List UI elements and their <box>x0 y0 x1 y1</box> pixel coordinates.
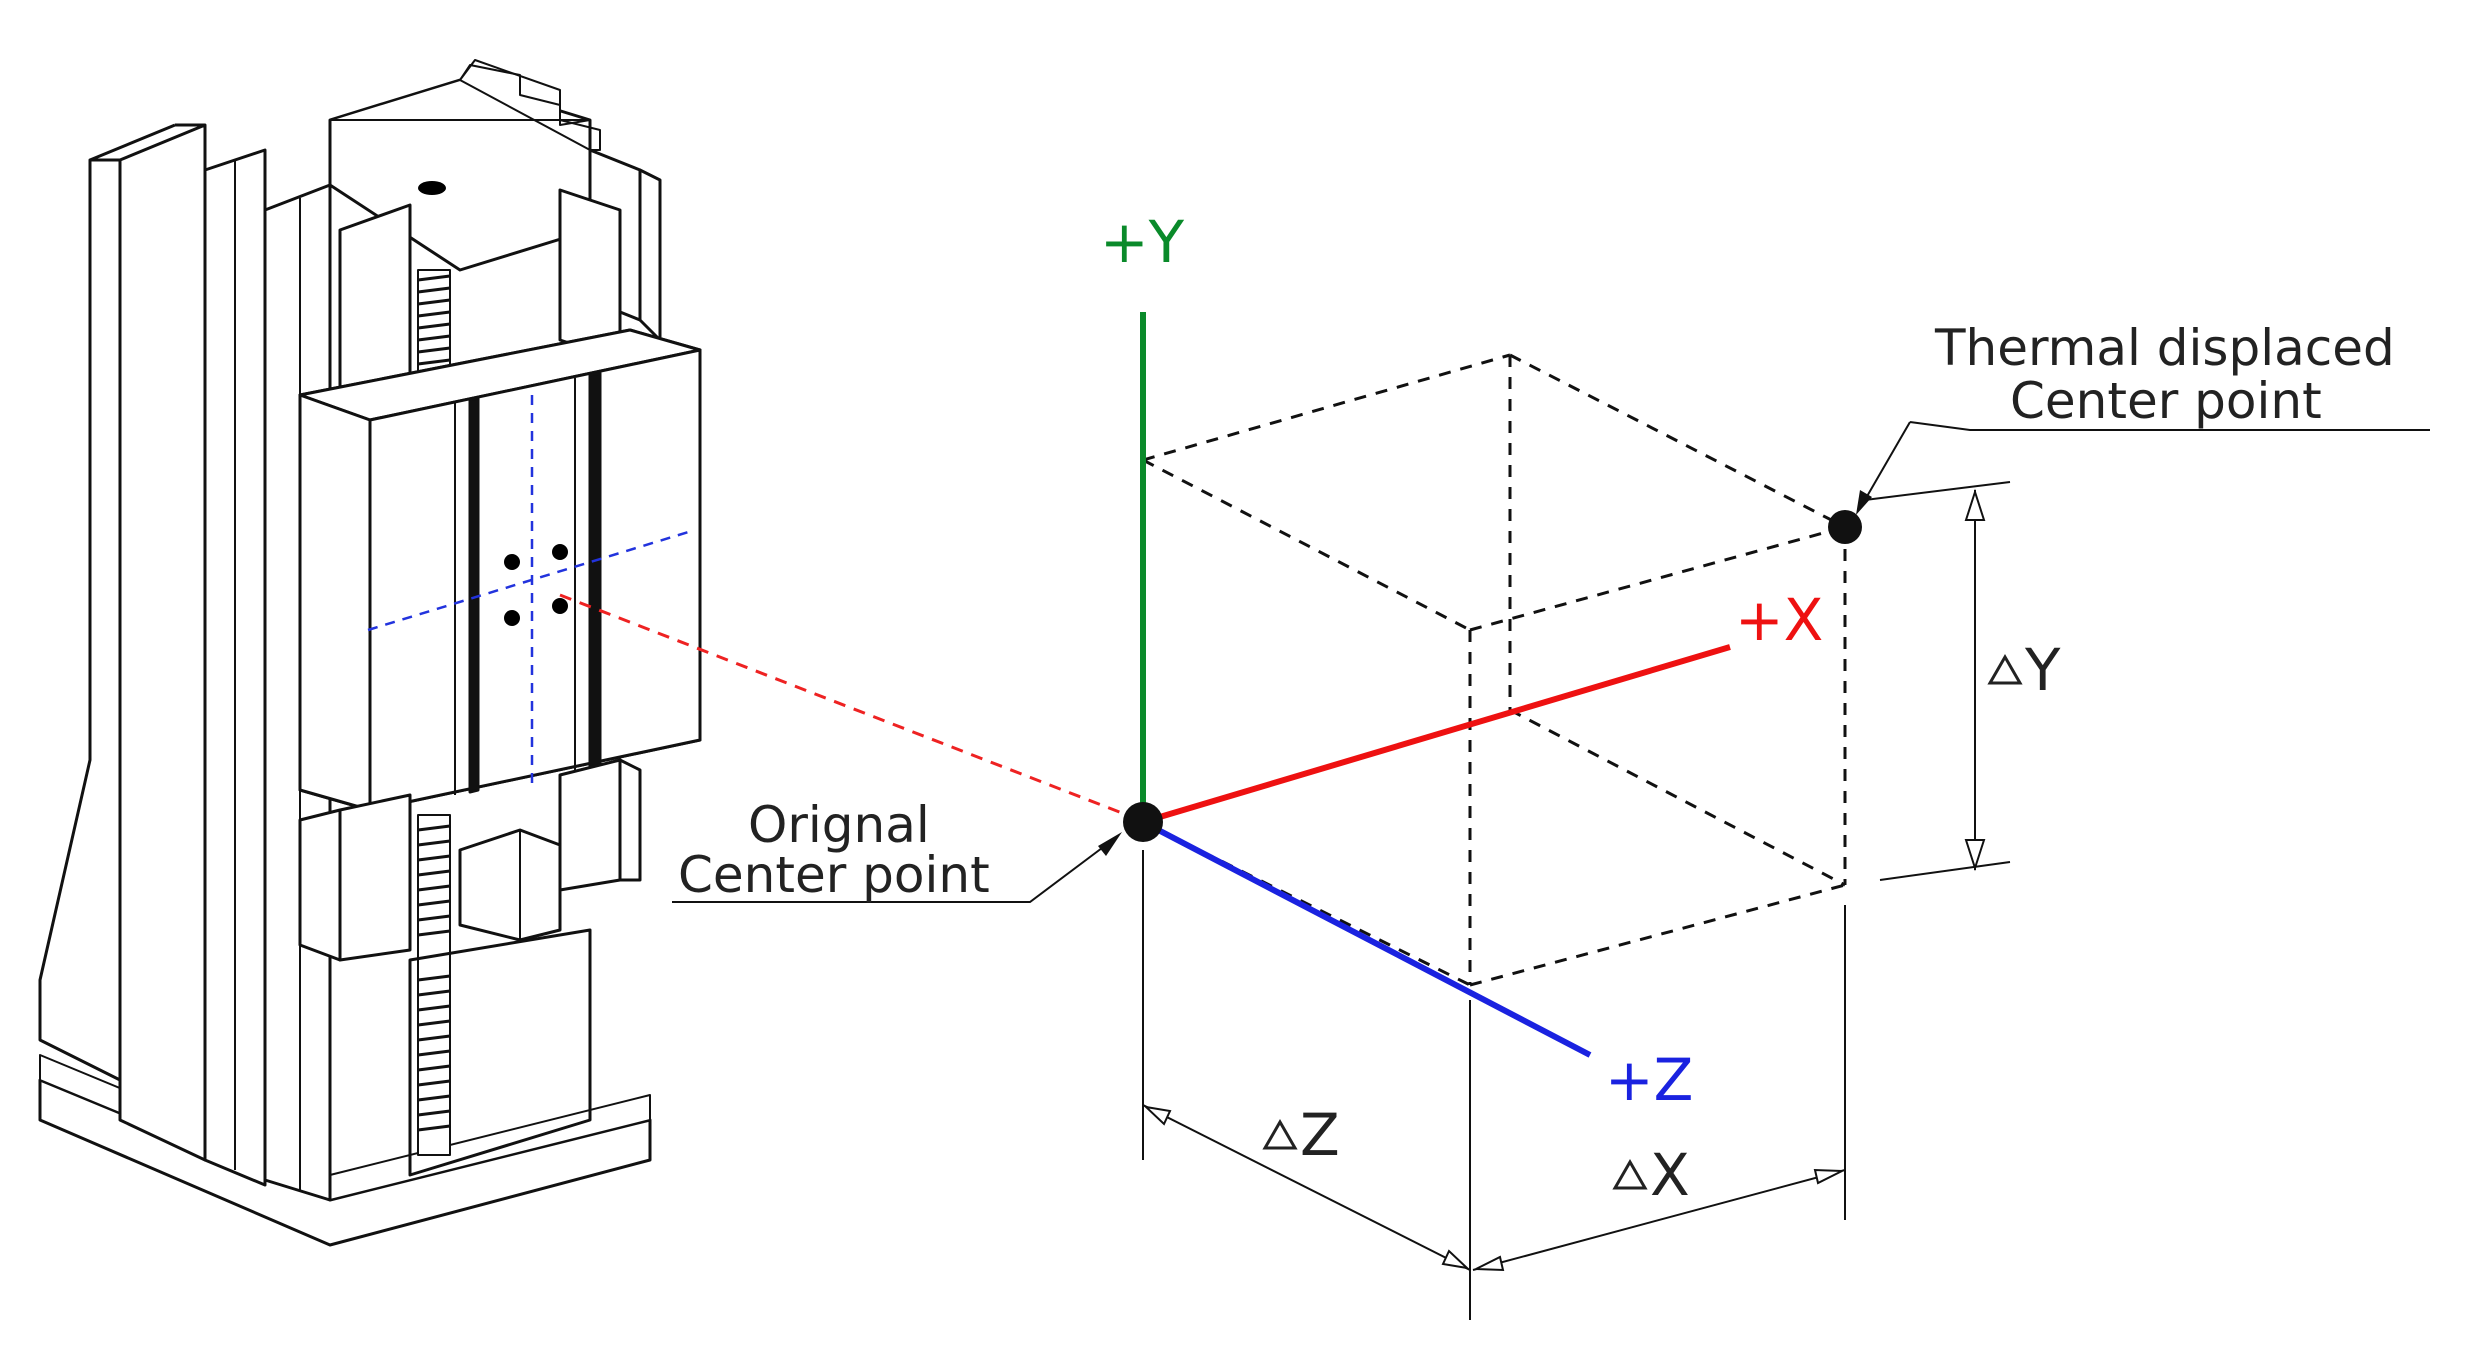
delta-x-icon <box>1612 1158 1648 1190</box>
dy-label: Y <box>1987 636 2061 704</box>
dx-dimension <box>1472 905 1846 1272</box>
displaced-point-label-line1: Thermal displaced <box>1934 319 2395 377</box>
delta-y-icon <box>1987 653 2023 685</box>
y-axis-label: +Y <box>1100 208 1185 276</box>
displaced-center-point-icon <box>1828 510 1862 544</box>
original-point-leader <box>672 832 1122 903</box>
delta-z-icon <box>1262 1118 1298 1150</box>
slide-center-guides <box>367 395 696 790</box>
displacement-box <box>1142 353 1847 987</box>
original-point-label-line1: Orignal <box>748 796 930 854</box>
dz-label: Z <box>1262 1101 1340 1169</box>
dx-label: X <box>1612 1141 1690 1209</box>
z-axis-label: +Z <box>1605 1046 1693 1114</box>
x-axis-label: +X <box>1735 586 1823 654</box>
displaced-point-leader <box>1856 421 2430 515</box>
svg-text:Y: Y <box>2024 636 2061 704</box>
dz-dimension <box>1142 850 1471 1320</box>
original-center-point-icon <box>1123 802 1163 842</box>
x-axis-line <box>1142 644 1731 825</box>
machine-column-drawing <box>38 59 702 1247</box>
original-point-label-line2: Center point <box>678 846 990 904</box>
dy-dimension <box>1864 481 2011 881</box>
z-axis-line <box>1141 819 1592 1058</box>
svg-text:X: X <box>1650 1141 1690 1209</box>
displaced-point-label-line2: Center point <box>2010 372 2322 430</box>
svg-text:Z: Z <box>1300 1101 1340 1169</box>
